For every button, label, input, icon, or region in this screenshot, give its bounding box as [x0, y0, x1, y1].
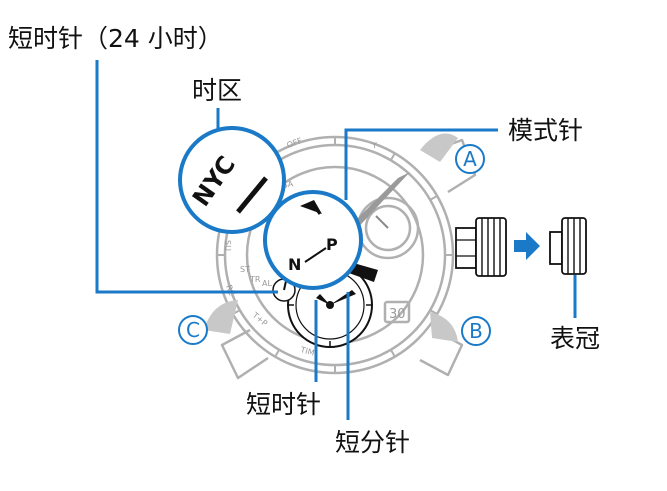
mode-magnifier: N P: [263, 190, 363, 290]
mode-n-text: N: [288, 255, 301, 274]
label-mode-hand: 模式针: [508, 116, 584, 145]
label-hour-hand: 短时针: [246, 390, 322, 419]
svg-text:A: A: [463, 147, 477, 171]
button-label-c: C: [178, 315, 208, 345]
subdial-hand: [375, 215, 389, 229]
leader-lines: [95, 60, 577, 420]
dial-text-tp: T+P: [250, 310, 269, 328]
button-label-b: B: [461, 316, 491, 346]
long-hand: [344, 172, 410, 236]
mode-p-text: P: [326, 235, 338, 254]
dial-text-st: ST: [240, 265, 250, 274]
button-a-shape[interactable]: [420, 133, 458, 162]
dial-text-off: OFF: [286, 136, 304, 150]
label-time-zone: 时区: [192, 76, 243, 105]
button-b-shape[interactable]: [430, 312, 458, 342]
pull-arrow: [514, 232, 540, 260]
zone-hand: [236, 176, 268, 214]
dial-text-sun: SU: [223, 240, 232, 251]
label-hour-hand-24: 短时针（24 小时）: [8, 24, 223, 53]
label-minute-hand: 短分针: [335, 428, 411, 457]
leader-hour-24: [95, 60, 278, 294]
button-c-shape[interactable]: [204, 300, 238, 334]
dial-text-sa: SA: [282, 179, 295, 190]
svg-text:C: C: [186, 318, 200, 342]
date-value: 30: [389, 307, 406, 322]
button-label-a: A: [455, 144, 485, 174]
time-zone-magnifier: NYC: [178, 126, 286, 234]
crown-pulled[interactable]: [549, 217, 587, 275]
dial-text-tr: TR: [249, 275, 261, 284]
dial-text-y: Y: [371, 141, 377, 150]
svg-text:B: B: [469, 319, 483, 343]
subdial-hour-hand: [316, 294, 330, 305]
leader-mode-hand: [344, 128, 498, 200]
label-crown: 表冠: [550, 324, 601, 353]
dial-text-rc: RC: [224, 284, 236, 298]
crown-on-watch[interactable]: [455, 217, 507, 277]
dial-text-tim: TIM: [299, 345, 316, 358]
mode-hand: [304, 247, 327, 263]
dial-text-al: AL: [262, 279, 272, 288]
side-buttons: [204, 133, 458, 342]
